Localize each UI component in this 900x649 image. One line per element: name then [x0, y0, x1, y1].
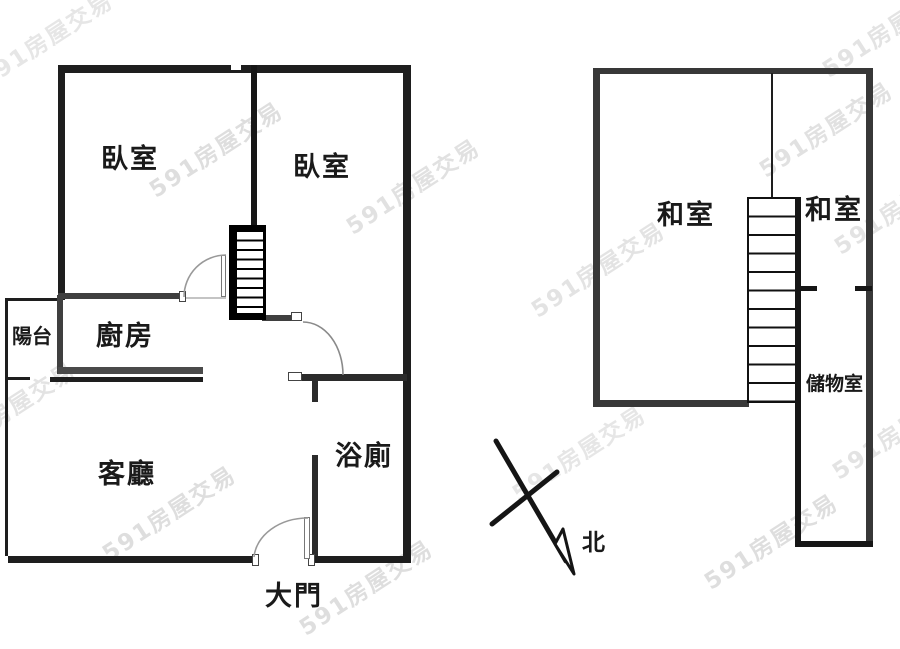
room-label-bedroom-left: 臥室 — [101, 144, 159, 175]
wall-bedroom1-bottom — [58, 293, 180, 299]
watermark: 591房屋交易 — [341, 134, 486, 241]
door-arc-hall — [302, 321, 344, 376]
wall-lower-bottom-left — [8, 556, 253, 563]
wall-upper-right — [866, 68, 873, 547]
wall-storage-bottom — [795, 541, 873, 547]
room-label-balcony: 陽台 — [12, 324, 52, 348]
wall-bathroom-left-lower — [312, 455, 318, 556]
door-jamb — [288, 372, 302, 381]
wall-storage-stub-left — [801, 286, 817, 291]
room-label-kitchen: 廚房 — [96, 321, 154, 352]
compass-north-label: 北 — [582, 530, 607, 556]
room-label-living-room: 客廳 — [98, 459, 156, 490]
compass-arrowhead — [553, 527, 576, 576]
wall-upper-top — [593, 68, 873, 74]
wall-lower-left — [58, 65, 65, 300]
door-jamb — [252, 554, 259, 566]
door-jamb — [308, 554, 315, 566]
wall-bathroom-top — [302, 374, 407, 381]
wall-balcony-bottom — [7, 377, 30, 380]
wall-joint-gap — [231, 65, 241, 70]
watermark: 591房屋交易 — [699, 489, 844, 596]
wall-stair-stub — [262, 315, 292, 321]
wall-kitchen-left — [57, 295, 63, 374]
door-leaf-bedroom — [221, 255, 226, 297]
wall-bedroom-divider — [251, 65, 257, 227]
wall-lower-bottom-right — [314, 556, 411, 563]
wall-tatami-divider — [771, 73, 773, 197]
watermark: 591房屋交易 — [754, 77, 899, 184]
wall-upper-bottom — [593, 400, 749, 407]
wall-kitchen-bottom — [58, 367, 203, 374]
staircase-upper — [747, 197, 796, 403]
door-jamb — [179, 291, 186, 302]
wall-livingroom-top — [50, 377, 203, 382]
door-arc-entry — [253, 517, 309, 558]
watermark: 591房屋交易 — [144, 97, 289, 204]
door-leaf-entry — [304, 517, 310, 559]
room-label-main-door: 大門 — [265, 581, 323, 612]
room-label-tatami-right: 和室 — [805, 195, 863, 226]
door-arc-bedroom — [183, 254, 227, 298]
wall-upper-left — [593, 68, 600, 405]
wall-storage-stub-right — [855, 286, 872, 291]
wall-balcony-top — [5, 298, 58, 301]
room-label-tatami-left: 和室 — [657, 200, 715, 231]
wall-balcony-left — [5, 298, 8, 556]
room-label-bathroom: 浴廁 — [335, 441, 393, 472]
staircase-lower — [229, 225, 266, 320]
door-jamb — [291, 312, 302, 321]
door-threshold — [186, 297, 226, 299]
wall-storage-left — [795, 197, 801, 547]
watermark: 591房屋交易 — [507, 401, 652, 508]
room-label-storage: 儲物室 — [806, 373, 864, 395]
wall-lower-right — [403, 65, 411, 563]
room-label-bedroom-right: 臥室 — [293, 152, 351, 183]
wall-bathroom-left-upper — [312, 378, 318, 402]
